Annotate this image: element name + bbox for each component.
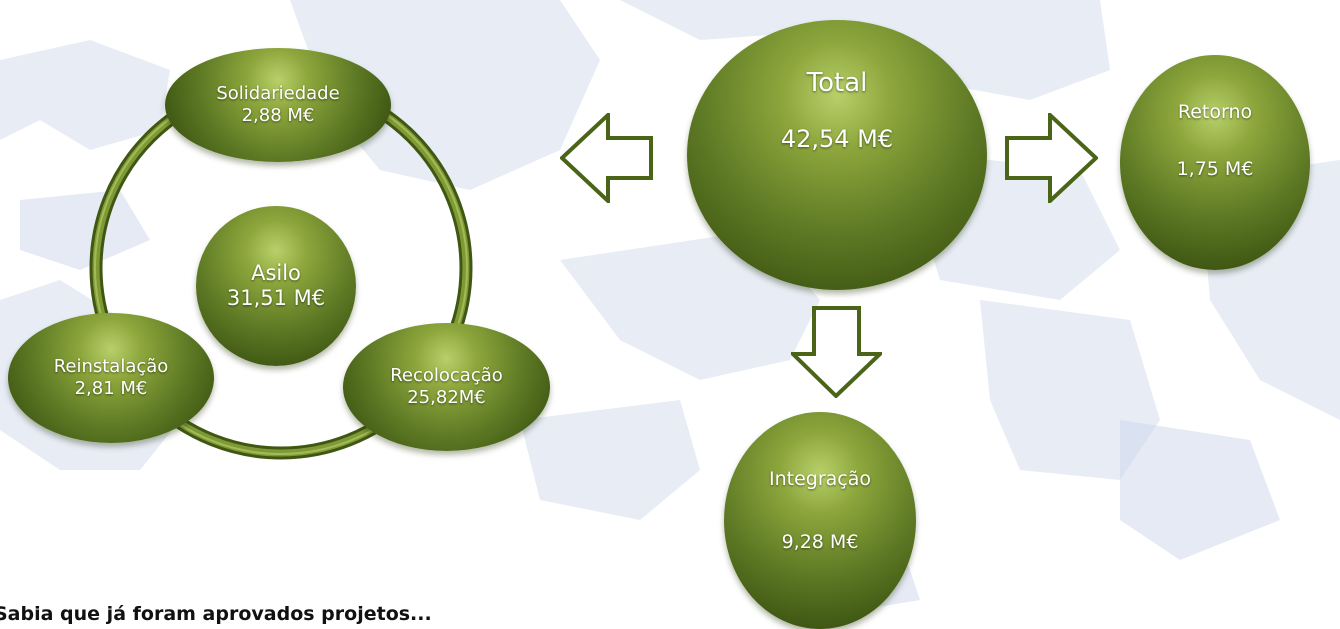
node-solidariedade-value: 2,88 M€ (241, 105, 315, 126)
node-total: Total 42,54 M€ (687, 20, 987, 290)
node-reinstalacao-title: Reinstalação (53, 356, 169, 378)
node-asilo-value: 31,51 M€ (226, 286, 326, 310)
arrow-right-icon (1005, 113, 1098, 203)
node-integracao: Integração 9,28 M€ (724, 412, 916, 629)
node-recolocacao-value: 25,82M€ (407, 387, 486, 408)
arrow-left-icon (560, 113, 653, 203)
node-solidariedade: Solidariedade 2,88 M€ (165, 48, 391, 162)
node-solidariedade-title: Solidariedade (216, 83, 340, 105)
node-reinstalacao: Reinstalação 2,81 M€ (8, 313, 214, 443)
node-retorno: Retorno 1,75 M€ (1120, 55, 1310, 270)
node-integracao-value: 9,28 M€ (781, 530, 859, 553)
node-total-value: 42,54 M€ (780, 125, 894, 154)
node-total-title: Total (806, 68, 868, 98)
node-reinstalacao-value: 2,81 M€ (74, 378, 148, 399)
footer-question-text: Sabia que já foram aprovados projetos... (0, 603, 432, 625)
node-recolocacao: Recolocação 25,82M€ (343, 323, 550, 451)
node-recolocacao-title: Recolocação (390, 365, 503, 387)
node-asilo: Asilo 31,51 M€ (196, 206, 356, 366)
arrow-down-icon (791, 306, 882, 398)
node-asilo-title: Asilo (251, 260, 301, 285)
node-retorno-title: Retorno (1177, 101, 1253, 123)
node-integracao-title: Integração (768, 468, 871, 490)
node-retorno-value: 1,75 M€ (1176, 157, 1254, 180)
